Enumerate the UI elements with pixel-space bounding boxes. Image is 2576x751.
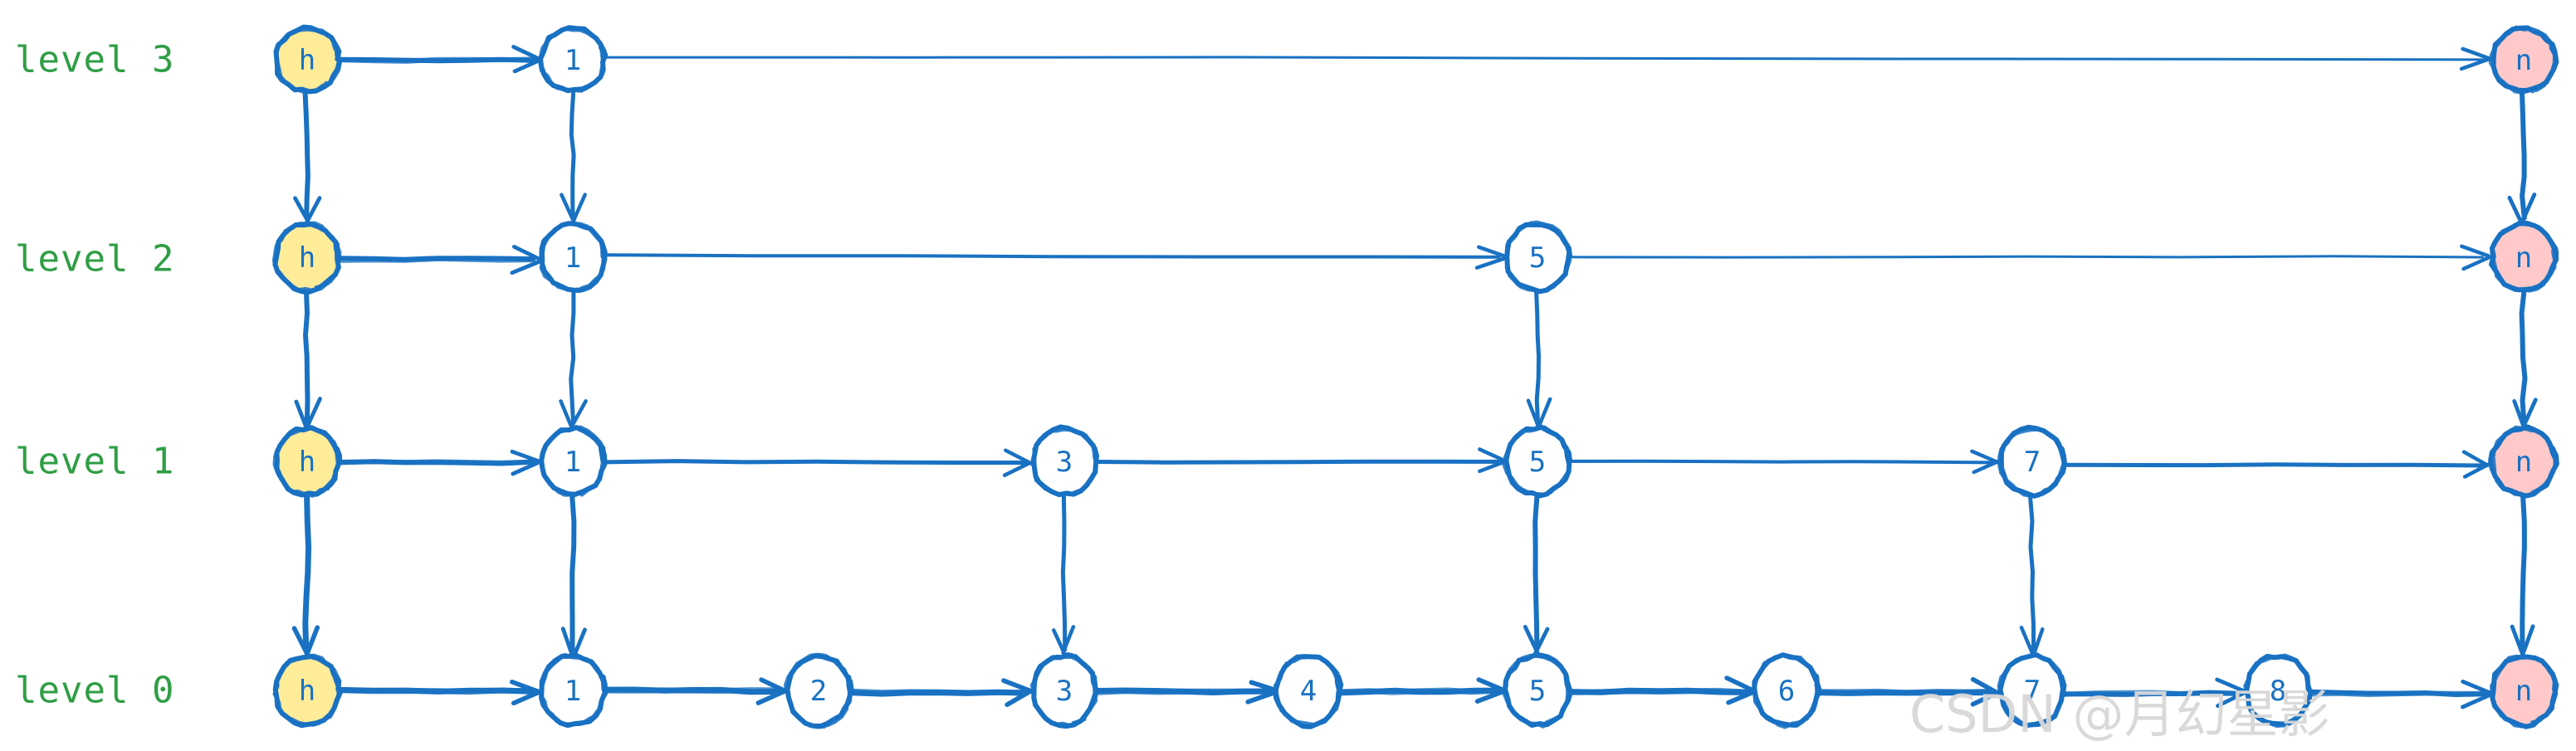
edge-l1-3-to-l0-3 [1052,494,1076,657]
level-label-2: level 2 [15,237,175,280]
node-1-level-1[interactable]: 1 [539,425,608,497]
edge-l0-6-to-l0-7 [1815,676,2002,707]
node-label: 4 [1300,675,1317,708]
edge-l1-n-to-l0-n [2510,494,2535,657]
node-h-level-3[interactable]: h [273,24,342,95]
edge-l2-1-to-l1-1 [559,290,588,428]
edge-l3-1-to-l3-n [604,46,2493,71]
edge-l1-1-to-l1-3 [604,448,1034,477]
edge-l3-1-to-l2-1 [560,90,587,227]
edge-l1-5-to-l0-5 [1523,494,1550,656]
node-h-level-2[interactable]: h [271,221,342,295]
nodes-layer: h 1 n h 1 5 n h 1 3 5 7 n h 1 2 3 4 5 6 7 8 n [271,24,2559,729]
node-label: 2 [810,675,827,708]
node-label: n [2515,44,2532,77]
node-1-level-0[interactable]: 1 [538,652,609,729]
edge-l3-n-to-l2-n [2507,90,2537,226]
node-label: 1 [565,446,581,479]
level-label-3: level 3 [15,38,175,81]
node-label: 5 [1529,446,1546,479]
node-n-level-3[interactable]: n [2488,25,2559,95]
node-8-level-0[interactable]: 8 [2243,653,2314,729]
node-label: h [299,675,315,708]
node-label: h [299,241,315,275]
node-label: n [2515,675,2532,708]
node-7-level-1[interactable]: 7 [1997,424,2067,499]
node-2-level-0[interactable]: 2 [783,652,854,729]
node-5-level-1[interactable]: 5 [1502,424,1573,499]
vertical-edges-layer [291,90,2538,658]
node-h-level-1[interactable]: h [272,425,343,498]
edge-l0-1-to-l0-2 [601,677,788,705]
edge-l1-h-to-l1-1 [337,449,542,476]
node-3-level-1[interactable]: 3 [1030,424,1099,498]
edge-l1-5-to-l1-7 [1570,449,2002,475]
edge-l1-h-to-l0-h [291,493,320,657]
node-3-level-0[interactable]: 3 [1029,652,1099,729]
node-6-level-0[interactable]: 6 [1752,652,1822,729]
edge-l0-3-to-l0-4 [1094,680,1279,705]
level-label-0: level 0 [15,669,175,712]
node-label: n [2515,241,2532,275]
node-5-level-0[interactable]: 5 [1502,652,1573,729]
node-7-level-0[interactable]: 7 [1997,651,2067,728]
edge-l1-1-to-l0-1 [560,493,587,658]
node-label: 8 [2270,675,2286,708]
node-label: 6 [1778,675,1795,708]
node-n-level-0[interactable]: n [2490,654,2559,729]
edge-l3-h-to-l3-1 [339,45,543,74]
node-label: 7 [2024,675,2041,708]
node-n-level-1[interactable]: n [2488,424,2559,499]
edge-l2-1-to-l2-5 [604,245,1508,270]
node-1-level-2[interactable]: 1 [539,221,608,294]
edge-l0-8-to-l0-n [2309,680,2492,710]
edge-l2-n-to-l1-n [2512,289,2538,430]
edge-l1-7-to-l0-7 [2019,494,2045,658]
edge-l0-5-to-l0-6 [1566,675,1757,705]
edge-l0-h-to-l0-1 [338,680,544,706]
node-n-level-2[interactable]: n [2489,220,2559,293]
node-label: h [299,446,315,479]
node-label: 5 [1529,675,1546,708]
edge-l0-7-to-l0-8 [2061,677,2248,708]
node-1-level-3[interactable]: 1 [538,25,609,94]
edge-l2-5-to-l2-n [1569,244,2493,271]
node-label: n [2515,446,2532,479]
edge-l3-h-to-l2-h [293,90,322,225]
level-label-1: level 1 [15,440,175,483]
horizontal-edges-layer [336,45,2493,710]
node-label: h [299,44,315,77]
node-label: 1 [565,675,581,708]
node-label: 7 [2024,446,2041,479]
node-label: 1 [565,241,581,275]
node-5-level-2[interactable]: 5 [1504,220,1573,295]
edge-l0-4-to-l0-5 [1337,677,1508,704]
node-label: 1 [565,44,581,77]
edge-l2-5-to-l1-5 [1526,290,1552,430]
edge-l2-h-to-l2-1 [336,245,543,276]
edge-l1-3-to-l1-5 [1096,447,1507,474]
edge-l1-7-to-l1-n [2063,450,2490,479]
node-4-level-0[interactable]: 4 [1273,654,1344,729]
node-label: 3 [1056,675,1073,708]
edge-l2-h-to-l1-h [294,290,322,428]
edge-l0-2-to-l0-3 [848,678,1034,707]
node-label: 5 [1529,241,1546,275]
node-label: 3 [1056,446,1073,479]
node-h-level-0[interactable]: h [272,653,343,729]
